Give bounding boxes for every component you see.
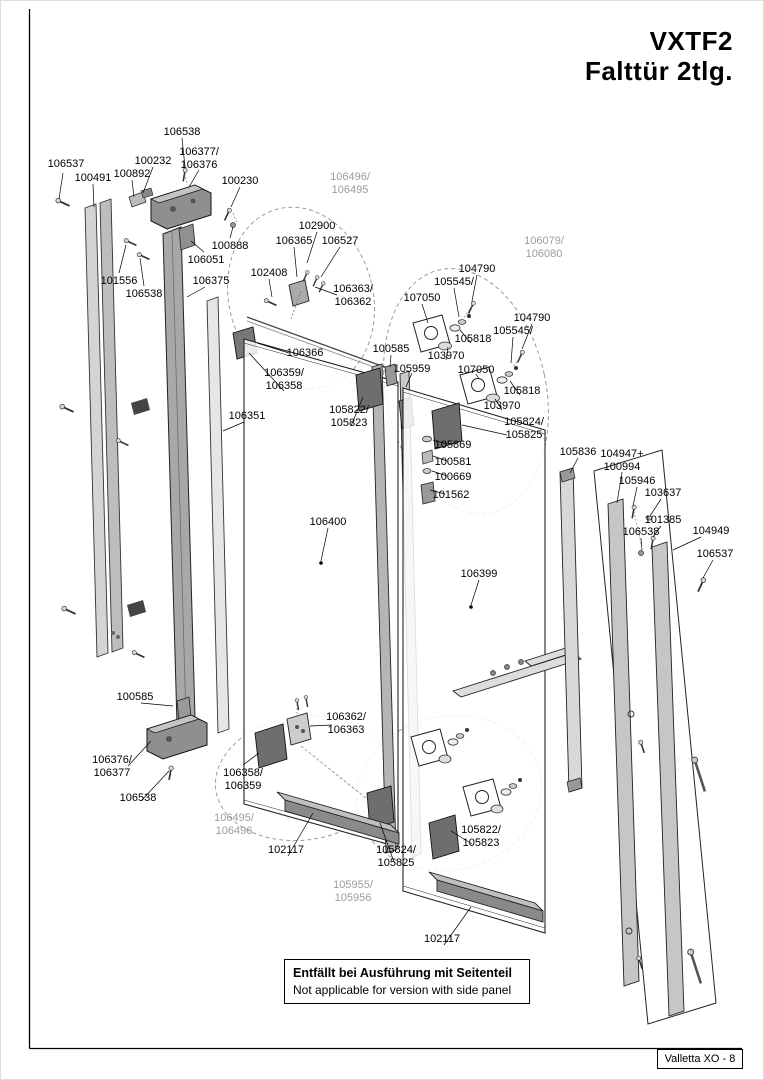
bottom-rail-left bbox=[276, 791, 400, 845]
part-label: 106376/ 106377 bbox=[92, 754, 132, 779]
part-label: 100230 bbox=[221, 175, 259, 187]
part-label: 106359/ 106358 bbox=[264, 367, 304, 392]
top-pivot-block bbox=[150, 184, 212, 230]
part-label: 105822/ 105823 bbox=[329, 404, 369, 429]
part-label: 106538 bbox=[119, 792, 157, 804]
part-label: 100888 bbox=[211, 240, 249, 252]
part-label: 100232 bbox=[134, 155, 172, 167]
top-rod bbox=[246, 316, 394, 375]
part-label: 106351 bbox=[228, 410, 266, 422]
pivot-profile bbox=[162, 223, 196, 725]
part-label: 105959 bbox=[393, 363, 431, 375]
title-line-2: Falttür 2tlg. bbox=[584, 55, 733, 86]
part-label: 105818 bbox=[454, 333, 492, 345]
footer-page-ref: Valletta XO - 8 bbox=[657, 1049, 743, 1069]
part-label: 106051 bbox=[187, 254, 225, 266]
part-label: 101556 bbox=[100, 275, 138, 287]
bottom-pivot-block bbox=[146, 696, 208, 782]
part-label: 106538 bbox=[622, 526, 660, 538]
part-label: 106527 bbox=[321, 235, 359, 247]
part-label: 105824/ 105825 bbox=[504, 416, 544, 441]
part-label: 100491 bbox=[74, 172, 112, 184]
part-label: 103637 bbox=[644, 487, 682, 499]
part-label: 105869 bbox=[434, 439, 472, 451]
part-label: 104949 bbox=[692, 525, 730, 537]
edge-strip bbox=[206, 296, 230, 734]
title-line-1: VXTF2 bbox=[649, 26, 733, 56]
glass-panel-right bbox=[402, 387, 546, 934]
part-label: 106399 bbox=[460, 568, 498, 580]
part-label: 102117 bbox=[424, 933, 460, 945]
fold-hinge-profile bbox=[355, 363, 398, 854]
part-label: 100585 bbox=[116, 691, 154, 703]
assembly-dotted-lines bbox=[184, 172, 643, 717]
wall-profile-right bbox=[559, 467, 583, 793]
part-label: 100892 bbox=[113, 168, 151, 180]
part-label: 106366 bbox=[286, 347, 324, 359]
part-label: 105822/ 105823 bbox=[461, 824, 501, 849]
part-label: 107050 bbox=[457, 364, 495, 376]
part-label: 106362/ 106363 bbox=[326, 711, 366, 736]
bottom-bracket-assembly bbox=[254, 694, 368, 800]
part-label: 106537 bbox=[47, 158, 85, 170]
note-text-en: Not applicable for version with side pan… bbox=[293, 982, 512, 997]
leader-lines bbox=[58, 137, 714, 946]
part-label: 102900 bbox=[298, 220, 336, 232]
part-label: 102117 bbox=[268, 844, 304, 856]
part-label: 104790 bbox=[458, 263, 496, 275]
part-label: 104790 bbox=[513, 312, 551, 324]
part-label: 106079/ 106080 bbox=[524, 235, 564, 260]
small-parts-column bbox=[420, 435, 436, 505]
bottom-rail-right bbox=[428, 871, 544, 923]
part-label: 100669 bbox=[434, 471, 472, 483]
part-label: 105946 bbox=[618, 475, 656, 487]
part-label: 104947+ 100994 bbox=[600, 448, 644, 473]
part-label: 105545/ bbox=[434, 276, 474, 288]
part-label: 100585 bbox=[372, 343, 410, 355]
part-label: 107050 bbox=[403, 292, 441, 304]
part-label: 105836 bbox=[559, 446, 597, 458]
note-box: Entfällt bei Ausführung mit Seitenteil N… bbox=[284, 959, 530, 1005]
note-text-de: Entfällt bei Ausführung mit Seitenteil bbox=[293, 966, 512, 980]
part-label: 105545/ bbox=[493, 325, 533, 337]
part-label: 106538 bbox=[163, 126, 201, 138]
page-frame bbox=[28, 9, 742, 1050]
part-label: 106358/ 106359 bbox=[223, 767, 263, 792]
hinge-hardware-upper bbox=[412, 299, 526, 450]
side-panel-group bbox=[593, 449, 717, 1025]
page-title: VXTF2 Falttür 2tlg. bbox=[584, 26, 733, 87]
part-label: 101562 bbox=[432, 489, 470, 501]
hinge-hardware-lower bbox=[410, 728, 522, 860]
part-label: 103970 bbox=[483, 400, 521, 412]
part-label: 106365 bbox=[275, 235, 313, 247]
part-label: 106495/ 106496 bbox=[214, 812, 254, 837]
part-label: 106363/ 106362 bbox=[333, 283, 373, 308]
left-hardware bbox=[54, 167, 236, 661]
wall-profile bbox=[84, 198, 124, 658]
part-label: 106375 bbox=[192, 275, 230, 287]
part-label: 106537 bbox=[696, 548, 734, 560]
part-label: 105818 bbox=[503, 385, 541, 397]
part-label: 101385 bbox=[644, 514, 682, 526]
part-label: 103970 bbox=[427, 350, 465, 362]
part-label: 105824/ 105825 bbox=[376, 844, 416, 869]
part-label: 106496/ 106495 bbox=[330, 171, 370, 196]
part-label: 100581 bbox=[434, 456, 472, 468]
part-label: 106400 bbox=[309, 516, 347, 528]
part-label: 106538 bbox=[125, 288, 163, 300]
part-label: 102408 bbox=[250, 267, 288, 279]
part-label: 105955/ 105956 bbox=[333, 879, 373, 904]
part-label: 106377/ 106376 bbox=[179, 146, 219, 171]
